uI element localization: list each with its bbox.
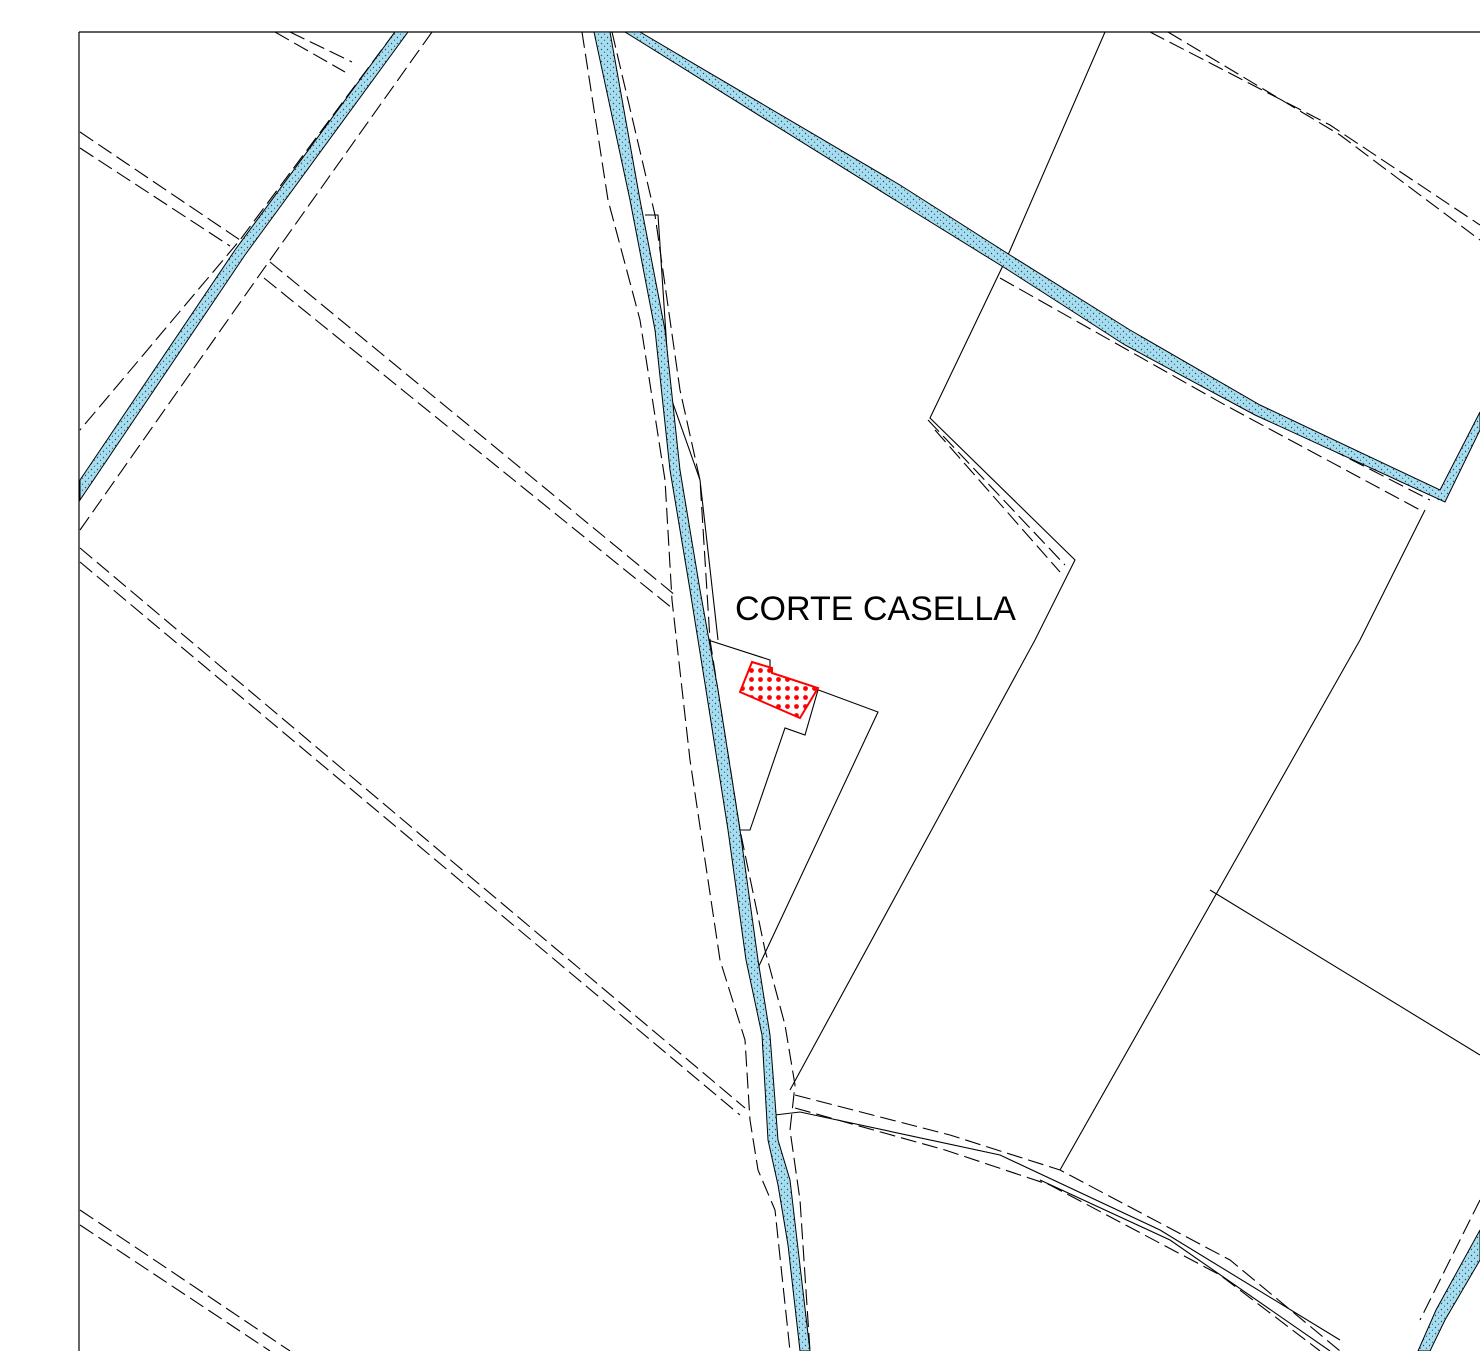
parcel-line [789, 32, 1106, 1091]
parcel-line [1059, 509, 1426, 1171]
road-edge [79, 32, 396, 431]
road-edge [79, 547, 746, 1109]
canal-left [79, 32, 409, 502]
road-edge [79, 1209, 291, 1351]
place-label: CORTE CASELLA [735, 590, 1016, 628]
road-edge [927, 419, 1066, 566]
road-edge [79, 32, 433, 531]
roads [79, 32, 1480, 1351]
road-edge [263, 277, 673, 609]
parcel-line [740, 689, 819, 831]
parcel-line [1039, 1179, 1331, 1351]
map-frame [78, 31, 1480, 1351]
road-edge [581, 32, 791, 1351]
road-edge [1167, 32, 1480, 241]
road-edge [79, 561, 741, 1116]
road-edge [794, 1094, 1341, 1351]
road-edge [934, 429, 1061, 573]
parcel-line [774, 1111, 1341, 1341]
road-edge [289, 32, 353, 63]
canal-right-bottom [1417, 1229, 1480, 1351]
parcel-line [645, 214, 719, 641]
road-edge [79, 131, 241, 241]
road-edge [999, 277, 1421, 511]
parcel-line [1209, 889, 1480, 1056]
highlighted-building[interactable] [738, 660, 820, 720]
canal-upper [624, 32, 1480, 503]
road-edge [1149, 32, 1480, 226]
road-edge [274, 32, 346, 73]
canals [79, 32, 1480, 1351]
road-edge [1419, 1199, 1480, 1321]
road-edge [611, 32, 811, 1351]
road-edge [794, 1107, 1321, 1351]
road-edge [269, 261, 676, 596]
road-edge [79, 1224, 271, 1351]
canal-central [593, 32, 811, 1351]
road-edge [79, 147, 231, 247]
